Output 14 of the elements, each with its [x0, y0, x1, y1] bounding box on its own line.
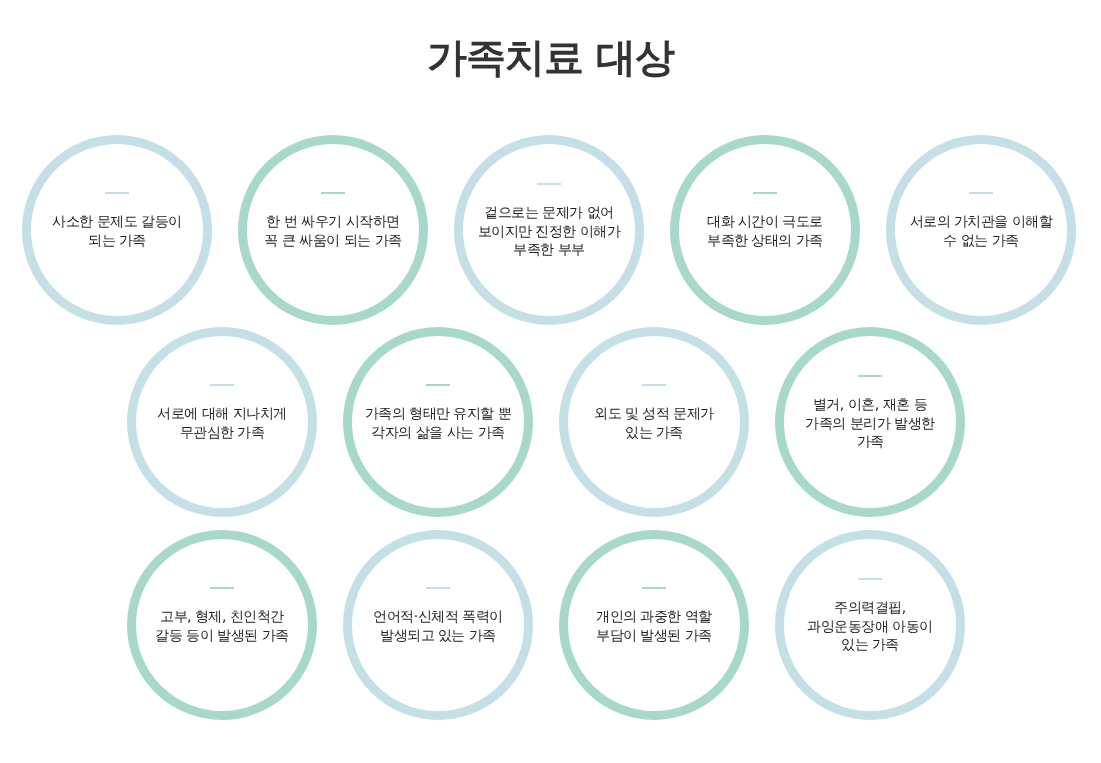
node-text: 고부, 형제, 친인척간 갈등 등이 발생된 가족	[154, 607, 290, 645]
node-text: 겉으로는 문제가 없어 보이지만 진정한 이해가 부족한 부부	[476, 202, 622, 260]
node-text: 서로의 가치관을 이해할 수 없는 가족	[908, 212, 1054, 250]
node-text: 개인의 과중한 역할 부담이 발생된 가족	[595, 607, 713, 645]
node-text: 대화 시간이 극도로 부족한 상태의 가족	[706, 212, 824, 250]
node-text: 언어적·신체적 폭력이 발생되고 있는 가족	[372, 607, 504, 645]
title: 가족치료 대상	[426, 33, 676, 82]
node-text: 사소한 문제도 갈등이 되는 가족	[51, 212, 183, 250]
node-text: 별거, 이혼, 재혼 등 가족의 분리가 발생한 가족	[804, 394, 936, 452]
node-text: 서로에 대해 지나치게 무관심한 가족	[156, 404, 288, 442]
node-text: 주의력결핍, 과잉운동장애 아동이 있는 가족	[806, 597, 934, 655]
node-text: 한 번 싸우기 시작하면 꼭 큰 싸움이 되는 가족	[263, 212, 403, 250]
node-text: 가족의 형태만 유지할 뿐 각자의 삶을 사는 가족	[363, 404, 513, 442]
node-text: 외도 및 성적 문제가 있는 가족	[593, 404, 715, 442]
